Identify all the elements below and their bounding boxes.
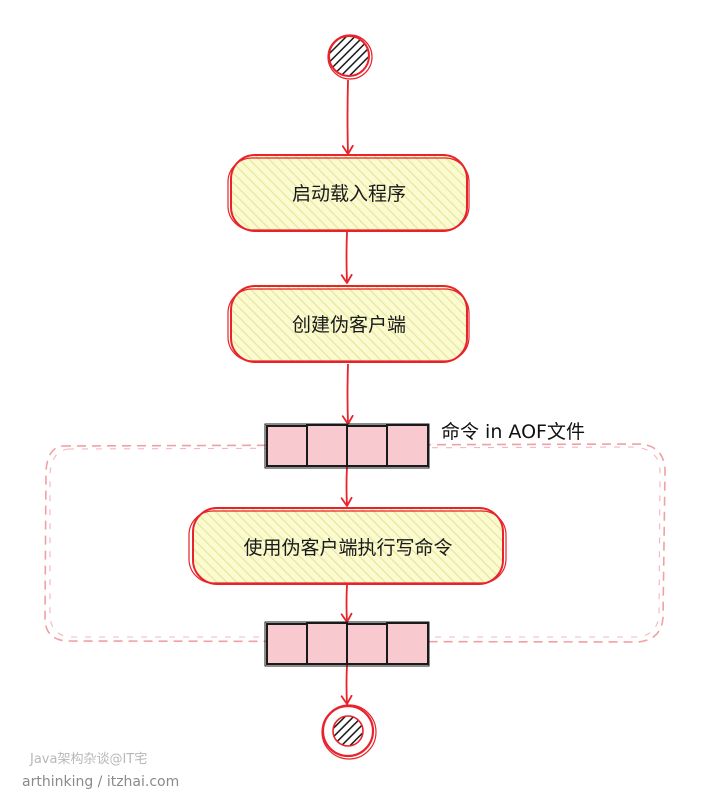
queue-top bbox=[264, 423, 430, 469]
node-create-fake-client: 创建伪客户端 bbox=[227, 285, 470, 363]
edge-start-to-loader bbox=[341, 79, 354, 155]
queue-label: 命令 in AOF文件 bbox=[441, 421, 585, 443]
node-start-loader: 启动载入程序 bbox=[227, 154, 470, 232]
end-node bbox=[321, 704, 377, 760]
node-execute-commands-label: 使用伪客户端执行写命令 bbox=[243, 537, 452, 559]
start-node bbox=[327, 34, 373, 80]
edge-queue-to-end bbox=[340, 664, 353, 705]
node-start-loader-label: 启动载入程序 bbox=[292, 183, 406, 205]
edge-execute-to-queue bbox=[340, 584, 353, 623]
node-create-fake-client-label: 创建伪客户端 bbox=[292, 314, 406, 336]
loop-region bbox=[44, 443, 666, 643]
watermark-line2: arthinking / itzhai.com bbox=[22, 774, 179, 790]
edge-queue-to-execute bbox=[340, 465, 353, 507]
edge-client-to-queue bbox=[341, 363, 354, 425]
edges bbox=[340, 79, 354, 705]
node-execute-commands: 使用伪客户端执行写命令 bbox=[188, 507, 507, 585]
watermark-line1: Java架构杂谈@IT宅 bbox=[29, 752, 147, 767]
queue-bottom bbox=[264, 621, 430, 667]
edge-loader-to-client bbox=[340, 231, 353, 284]
